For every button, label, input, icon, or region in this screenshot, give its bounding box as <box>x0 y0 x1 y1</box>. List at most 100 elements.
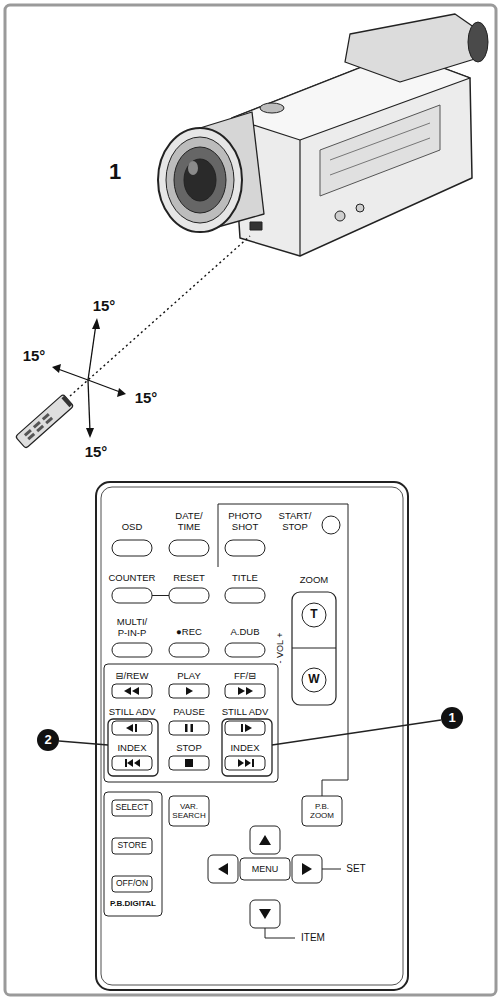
lens-hood <box>158 128 242 232</box>
button-label: A.DUB <box>230 627 259 638</box>
callout-number-holder: 2 <box>44 733 51 748</box>
button-label: MENU <box>252 864 279 874</box>
callout-number-holder: 1 <box>448 711 455 726</box>
callout-number: 1 <box>448 711 455 726</box>
button <box>112 643 152 657</box>
callout-disc <box>441 707 463 729</box>
signal-line <box>70 236 250 396</box>
zoom-key <box>302 603 326 627</box>
right-arrow <box>302 863 312 875</box>
button <box>225 540 265 556</box>
button-label: PLAY <box>177 671 201 682</box>
lens-ring <box>166 137 234 223</box>
button-label-holder: INDEX <box>230 743 259 754</box>
button <box>112 876 152 892</box>
volume-label-holder: - VOL + <box>275 633 285 664</box>
left-arrow <box>218 863 228 875</box>
button <box>302 796 342 826</box>
panel-line <box>330 138 430 175</box>
callout-number: 2 <box>44 733 51 748</box>
group-outline <box>218 504 348 796</box>
button <box>225 756 265 770</box>
button-label: DATE/ TIME <box>169 511 209 533</box>
button-label-holder: TITLE <box>232 573 258 584</box>
button <box>169 643 209 657</box>
button-label: START/ STOP <box>273 511 317 533</box>
button-label: P.B. ZOOM <box>304 802 340 820</box>
button-link <box>152 595 169 596</box>
button-label-holder: A.DUB <box>230 627 259 638</box>
button <box>112 721 152 735</box>
button-label-holder: MULTI/ P-IN-P <box>112 617 152 639</box>
index-forward-symbol <box>238 759 251 767</box>
remote-control <box>59 482 441 990</box>
remote-body <box>15 394 73 448</box>
button-label-holder: STORE <box>117 841 146 851</box>
button <box>225 684 265 698</box>
figure-number-holder: 1 <box>109 159 121 184</box>
angle-label-holder: 15° <box>85 443 108 460</box>
page-frame <box>5 5 496 995</box>
index-back-symbol <box>127 759 140 767</box>
button <box>112 540 152 556</box>
button-label: OSD <box>122 522 143 533</box>
remote-key <box>27 433 35 441</box>
button <box>112 588 152 603</box>
angle-label: 15° <box>85 443 108 460</box>
cursor-key <box>208 855 238 883</box>
arrowhead <box>86 428 94 438</box>
arrowhead <box>117 388 126 397</box>
key-letter-holder: T <box>310 608 317 622</box>
rewind-symbol <box>124 687 139 695</box>
button-label: MULTI/ P-IN-P <box>112 617 152 639</box>
button-label: ZOOM <box>300 575 329 586</box>
button-label-holder: ZOOM <box>300 575 329 586</box>
button-label-holder: ●REC <box>176 627 202 638</box>
cursor-arrows <box>218 835 312 919</box>
up-arrow <box>259 835 271 845</box>
button <box>169 588 209 603</box>
pause-bar <box>191 724 194 732</box>
button-label: INDEX <box>230 743 259 754</box>
button-label-holder: RESET <box>173 573 205 584</box>
remote-key <box>45 417 53 425</box>
angle-arrow <box>88 380 120 392</box>
remote-key <box>36 425 44 433</box>
button-label-holder: INDEX <box>117 743 146 754</box>
rocker-divider <box>292 648 336 649</box>
camcorder-edge <box>299 140 300 256</box>
zoom-key <box>302 668 326 692</box>
lens-highlight <box>188 161 198 175</box>
still-forward-symbol <box>245 724 252 732</box>
button-label-holder: PHOTO SHOT <box>225 511 265 533</box>
down-arrow <box>259 909 271 919</box>
volume-label: - VOL + <box>275 633 285 664</box>
button-label-holder: PAUSE <box>173 707 205 718</box>
angle-label-holder: 15° <box>23 347 46 364</box>
remote-inner-outline <box>101 487 403 985</box>
button-label: ●REC <box>176 627 202 638</box>
button-label: PAUSE <box>173 707 205 718</box>
button <box>169 756 209 770</box>
menu-key <box>240 858 290 880</box>
button-label-holder: FF/⊟ <box>234 671 256 682</box>
index-bar <box>125 759 127 767</box>
angle-label: 15° <box>23 347 46 364</box>
leader-line <box>59 741 108 745</box>
leader-line <box>265 928 295 938</box>
cursor-key <box>250 826 280 854</box>
button <box>112 838 152 854</box>
fast-forward-symbol <box>238 687 253 695</box>
button-label-holder: STOP <box>176 743 202 754</box>
button-label-holder: ⊟/REW <box>116 671 149 682</box>
angle-diagram <box>15 236 250 449</box>
key-function-label: SET <box>346 863 365 875</box>
angle-arrow <box>88 324 96 380</box>
group-label-holder: P.B.DIGITAL <box>110 899 156 908</box>
viewfinder <box>345 14 478 82</box>
button-label-holder: DATE/ TIME <box>169 511 209 533</box>
button-label: TITLE <box>232 573 258 584</box>
camcorder-illustration <box>158 14 488 256</box>
cursor-key <box>250 900 280 928</box>
